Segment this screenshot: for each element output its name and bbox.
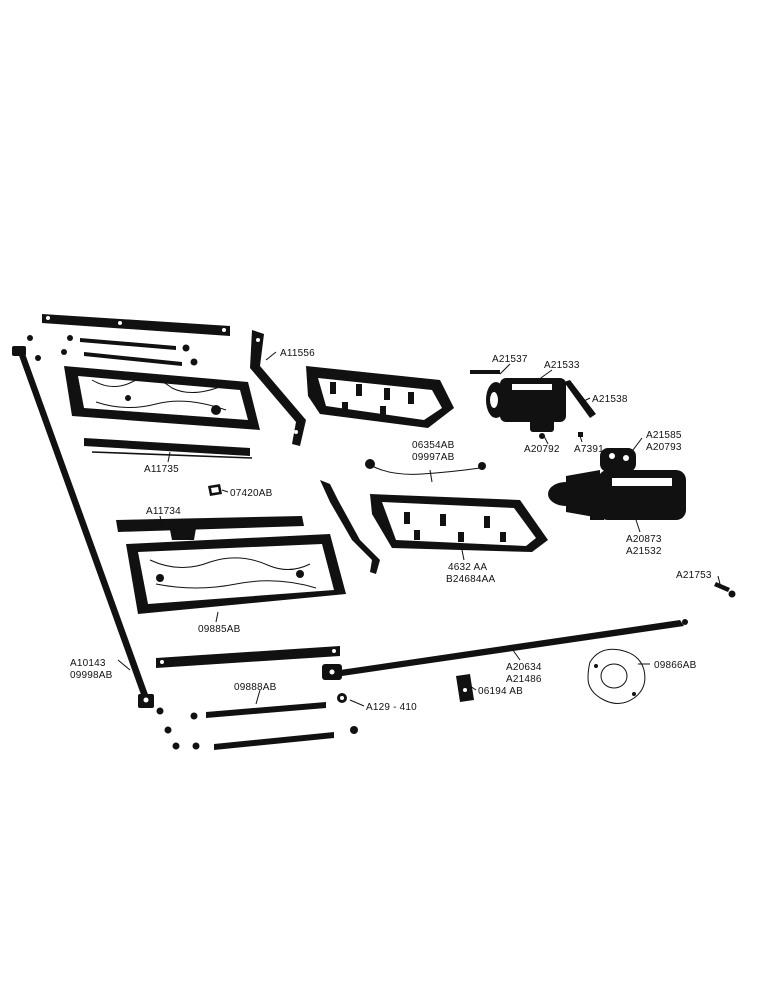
angled-strap-a11556 — [250, 330, 306, 446]
label-06354ab: 06354AB — [412, 440, 455, 451]
starter-strap-a21538 — [564, 380, 596, 418]
nuts-a129-410 — [337, 693, 358, 734]
hold-down-rods-09888ab — [164, 702, 334, 750]
label-09998ab: 09998AB — [70, 670, 113, 681]
label-09885ab: 09885AB — [198, 624, 241, 635]
label-a20793: A20793 — [646, 442, 682, 453]
label-b24684aa: B24684AA — [446, 574, 496, 585]
label-a21585: A21585 — [646, 430, 682, 441]
label-a7391: A7391 — [574, 444, 604, 455]
label-a20634: A20634 — [506, 662, 542, 673]
battery-box-lower — [370, 494, 548, 552]
battery-tray-lower-09885ab — [126, 534, 346, 614]
label-a21533: A21533 — [544, 360, 580, 371]
label-a21538: A21538 — [592, 394, 628, 405]
hold-down-rods-upper — [27, 335, 198, 366]
label-06194ab: 06194 AB — [478, 686, 523, 697]
battery-box-upper — [306, 366, 454, 428]
top-tie-bar — [42, 314, 230, 336]
label-a21537: A21537 — [492, 354, 528, 365]
long-rod-a10143 — [12, 346, 164, 715]
long-rod-a20634 — [322, 619, 688, 680]
label-4632aa: 4632 AA — [448, 562, 487, 573]
tray-hold-down-bar-a11734 — [116, 516, 304, 540]
pin-a7391 — [578, 432, 583, 437]
label-a11734: A11734 — [146, 506, 181, 517]
label-a20792: A20792 — [524, 444, 560, 455]
label-a11735: A11735 — [144, 464, 179, 475]
label-a21486: A21486 — [506, 674, 542, 685]
label-a10143: A10143 — [70, 658, 106, 669]
starter-motor-a21533 — [470, 370, 566, 439]
label-a129-410: A129 - 410 — [366, 702, 417, 713]
angled-strap-lower — [320, 480, 380, 574]
leader-lines — [117, 351, 721, 707]
clip-06194ab — [456, 674, 474, 702]
battery-tray-upper — [64, 366, 260, 430]
lower-tie-bar — [156, 646, 340, 668]
label-a21532: A21532 — [626, 546, 662, 557]
label-09888ab: 09888AB — [234, 682, 277, 693]
starter-motor-a20873 — [548, 470, 686, 520]
battery-cable-06354ab — [365, 459, 486, 475]
label-09997ab: 09997AB — [412, 452, 455, 463]
label-09866ab: 09866AB — [654, 660, 697, 671]
label-a21753: A21753 — [676, 570, 712, 581]
gasket-09866ab — [587, 648, 646, 704]
label-a20873: A20873 — [626, 534, 662, 545]
tray-hold-down-bar-a11735 — [84, 438, 253, 459]
spacer-07420ab — [208, 484, 222, 496]
solenoid-a21585 — [600, 448, 636, 472]
bolt-a21753 — [714, 582, 736, 598]
label-07420ab: 07420AB — [230, 488, 273, 499]
label-a11556: A11556 — [280, 348, 315, 359]
